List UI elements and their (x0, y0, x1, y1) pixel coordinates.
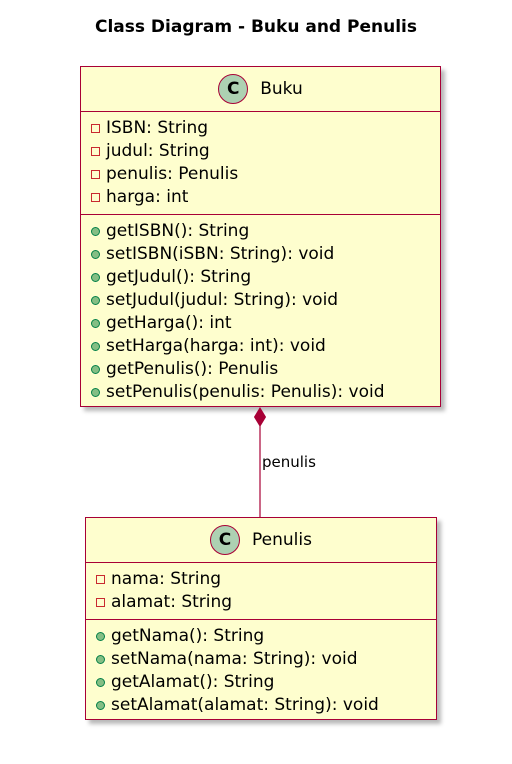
method-row: getPenulis(): Penulis (91, 358, 440, 381)
class-penulis-header: C Penulis (86, 518, 436, 563)
class-stereotype-icon: C (210, 525, 241, 555)
method-row: getHarga(): int (91, 312, 440, 335)
attribute-text: harga: int (106, 187, 189, 207)
method-row: getISBN(): String (91, 220, 440, 243)
private-visibility-icon (91, 147, 100, 156)
public-visibility-icon (96, 632, 105, 641)
public-visibility-icon (91, 319, 100, 328)
public-visibility-icon (91, 227, 100, 236)
class-penulis-attributes: nama: String alamat: String (86, 563, 436, 620)
public-visibility-icon (91, 273, 100, 282)
public-visibility-icon (96, 701, 105, 710)
method-text: setJudul(judul: String): void (106, 290, 339, 310)
public-visibility-icon (91, 296, 100, 305)
public-visibility-icon (91, 250, 100, 259)
public-visibility-icon (96, 655, 105, 664)
method-row: setISBN(iSBN: String): void (91, 243, 440, 266)
method-row: setAlamat(alamat: String): void (96, 694, 436, 717)
class-buku-methods: getISBN(): String setISBN(iSBN: String):… (81, 215, 440, 409)
private-visibility-icon (91, 124, 100, 133)
class-buku-attributes: ISBN: String judul: String penulis: Penu… (81, 112, 440, 215)
class-buku-header: C Buku (81, 67, 440, 112)
attribute-row: penulis: Penulis (91, 163, 440, 186)
method-row: getNama(): String (96, 625, 436, 648)
attribute-row: harga: int (91, 186, 440, 209)
attribute-text: ISBN: String (106, 118, 209, 138)
class-stereotype-icon: C (218, 74, 249, 104)
method-row: setPenulis(penulis: Penulis): void (91, 381, 440, 404)
method-row: getAlamat(): String (96, 671, 436, 694)
method-text: setAlamat(alamat: String): void (111, 695, 379, 715)
private-visibility-icon (96, 598, 105, 607)
public-visibility-icon (91, 388, 100, 397)
method-row: setHarga(harga: int): void (91, 335, 440, 358)
method-text: getISBN(): String (106, 221, 250, 241)
diagram-title: Class Diagram - Buku and Penulis (95, 17, 417, 37)
attribute-row: alamat: String (96, 591, 436, 614)
attribute-text: nama: String (111, 569, 222, 589)
method-text: setISBN(iSBN: String): void (106, 244, 335, 264)
attribute-row: ISBN: String (91, 117, 440, 140)
private-visibility-icon (96, 575, 105, 584)
method-row: setNama(nama: String): void (96, 648, 436, 671)
method-text: getHarga(): int (106, 313, 232, 333)
private-visibility-icon (91, 170, 100, 179)
class-penulis-name: Penulis (252, 530, 312, 550)
relation-label: penulis (262, 453, 316, 471)
method-text: getAlamat(): String (111, 672, 275, 692)
method-text: getNama(): String (111, 626, 265, 646)
attribute-text: penulis: Penulis (106, 164, 239, 184)
method-text: setPenulis(penulis: Penulis): void (106, 382, 385, 402)
public-visibility-icon (91, 342, 100, 351)
class-buku-name: Buku (260, 79, 303, 99)
method-text: setNama(nama: String): void (111, 649, 358, 669)
attribute-text: alamat: String (111, 592, 233, 612)
class-penulis: C Penulis nama: String alamat: String ge… (85, 517, 437, 720)
method-text: getPenulis(): Penulis (106, 359, 279, 379)
public-visibility-icon (91, 365, 100, 374)
class-buku: C Buku ISBN: String judul: String penuli… (80, 66, 441, 407)
method-row: getJudul(): String (91, 266, 440, 289)
attribute-row: judul: String (91, 140, 440, 163)
private-visibility-icon (91, 193, 100, 202)
method-text: setHarga(harga: int): void (106, 336, 326, 356)
attribute-text: judul: String (106, 141, 210, 161)
method-row: setJudul(judul: String): void (91, 289, 440, 312)
attribute-row: nama: String (96, 568, 436, 591)
composition-diamond-icon (253, 407, 267, 427)
method-text: getJudul(): String (106, 267, 252, 287)
class-penulis-methods: getNama(): String setNama(nama: String):… (86, 620, 436, 722)
public-visibility-icon (96, 678, 105, 687)
